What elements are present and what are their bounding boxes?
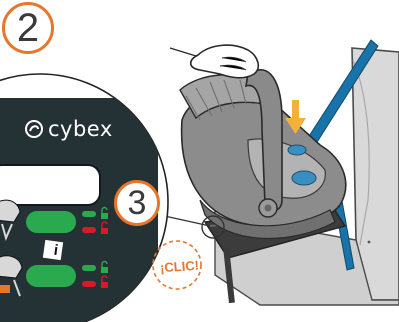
indicator-pill-lower — [26, 265, 76, 287]
brand-logo: cybex — [24, 117, 113, 141]
step-number-badge: 2 — [2, 2, 54, 54]
info-symbol: i — [49, 240, 63, 259]
brand-name: cybex — [48, 117, 113, 141]
indicator-pill-upper — [26, 211, 76, 233]
hand-icon — [170, 45, 258, 78]
display-window — [0, 165, 100, 205]
substep-number-badge: 3 — [114, 180, 160, 226]
click-sound-label: ¡CLIC! — [160, 258, 200, 276]
brand-mark-icon — [24, 119, 44, 139]
